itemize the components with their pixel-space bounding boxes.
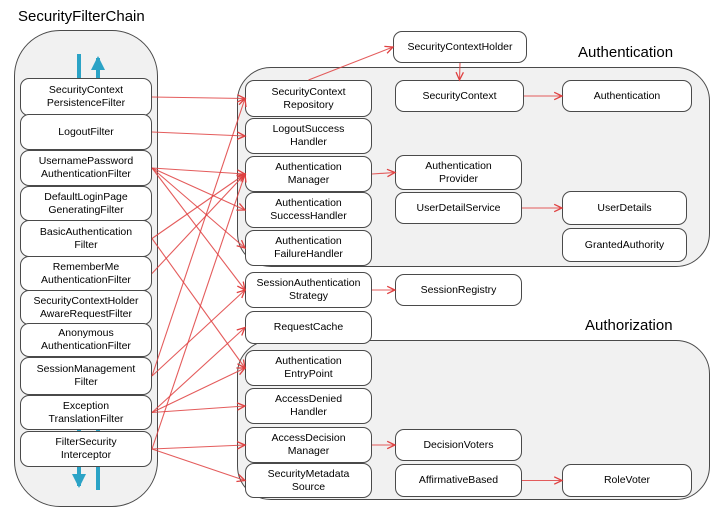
node-session-management-filter: SessionManagement Filter bbox=[20, 357, 152, 395]
node-default-login-page-generating-filter: DefaultLoginPage GeneratingFilter bbox=[20, 186, 152, 221]
relation-arrow bbox=[151, 174, 245, 239]
diagram-title: SecurityFilterChain bbox=[18, 8, 145, 25]
node-authentication-entry-point: Authentication EntryPoint bbox=[245, 350, 372, 386]
relation-arrow bbox=[151, 406, 245, 414]
relation-arrow bbox=[151, 97, 245, 99]
node-request-cache: RequestCache bbox=[245, 311, 372, 344]
relation-arrow bbox=[151, 167, 245, 248]
relation-arrow bbox=[151, 290, 245, 377]
relation-arrow bbox=[151, 132, 245, 136]
node-logout-success-handler: LogoutSuccess Handler bbox=[245, 118, 372, 154]
node-exception-translation-filter: Exception TranslationFilter bbox=[20, 395, 152, 430]
node-security-context-persistence-filter: SecurityContext PersistenceFilter bbox=[20, 78, 152, 116]
node-username-password-authentication-filter: UsernamePassword AuthenticationFilter bbox=[20, 150, 152, 186]
authorization-section-label: Authorization bbox=[585, 317, 673, 334]
node-role-voter: RoleVoter bbox=[562, 464, 692, 497]
node-basic-authentication-filter: BasicAuthentication Filter bbox=[20, 220, 152, 257]
relation-arrow bbox=[151, 174, 245, 274]
node-authentication: Authentication bbox=[562, 80, 692, 112]
node-anonymous-authentication-filter: Anonymous AuthenticationFilter bbox=[20, 323, 152, 357]
relation-arrow bbox=[151, 99, 245, 377]
node-authentication-success-handler: Authentication SuccessHandler bbox=[245, 192, 372, 228]
node-logout-filter: LogoutFilter bbox=[20, 114, 152, 150]
node-authentication-manager: Authentication Manager bbox=[245, 156, 372, 192]
relation-arrow bbox=[151, 167, 245, 290]
authentication-section-label: Authentication bbox=[578, 44, 674, 61]
node-authentication-provider: Authentication Provider bbox=[395, 155, 522, 190]
relation-arrow bbox=[151, 448, 245, 481]
node-security-context-holder: SecurityContextHolder bbox=[393, 31, 527, 63]
node-access-denied-handler: AccessDenied Handler bbox=[245, 388, 372, 424]
node-user-detail-service: UserDetailService bbox=[395, 192, 522, 224]
node-security-context-repository: SecurityContext Repository bbox=[245, 80, 372, 117]
node-session-registry: SessionRegistry bbox=[395, 274, 522, 306]
node-filter-security-interceptor: FilterSecurity Interceptor bbox=[20, 431, 152, 467]
node-security-metadata-source: SecurityMetadata Source bbox=[245, 463, 372, 498]
relation-arrow bbox=[151, 167, 245, 174]
node-access-decision-manager: AccessDecision Manager bbox=[245, 427, 372, 463]
node-user-details: UserDetails bbox=[562, 191, 687, 225]
relation-arrow bbox=[151, 174, 245, 450]
node-affirmative-based: AffirmativeBased bbox=[395, 464, 522, 497]
node-security-context-holder-aware-request-filter: SecurityContextHolder AwareRequestFilter bbox=[20, 290, 152, 325]
relation-arrow bbox=[151, 368, 245, 413]
relation-arrow bbox=[151, 328, 245, 413]
node-granted-authority: GrantedAuthority bbox=[562, 228, 687, 262]
node-session-authentication-strategy: SessionAuthentication Strategy bbox=[245, 272, 372, 308]
node-authentication-failure-handler: Authentication FailureHandler bbox=[245, 230, 372, 266]
relation-arrow bbox=[151, 167, 245, 210]
node-decision-voters: DecisionVoters bbox=[395, 429, 522, 461]
relation-arrow bbox=[151, 445, 245, 449]
node-remember-me-authentication-filter: RememberMe AuthenticationFilter bbox=[20, 256, 152, 291]
relation-arrow bbox=[151, 238, 245, 369]
node-security-context: SecurityContext bbox=[395, 80, 524, 112]
